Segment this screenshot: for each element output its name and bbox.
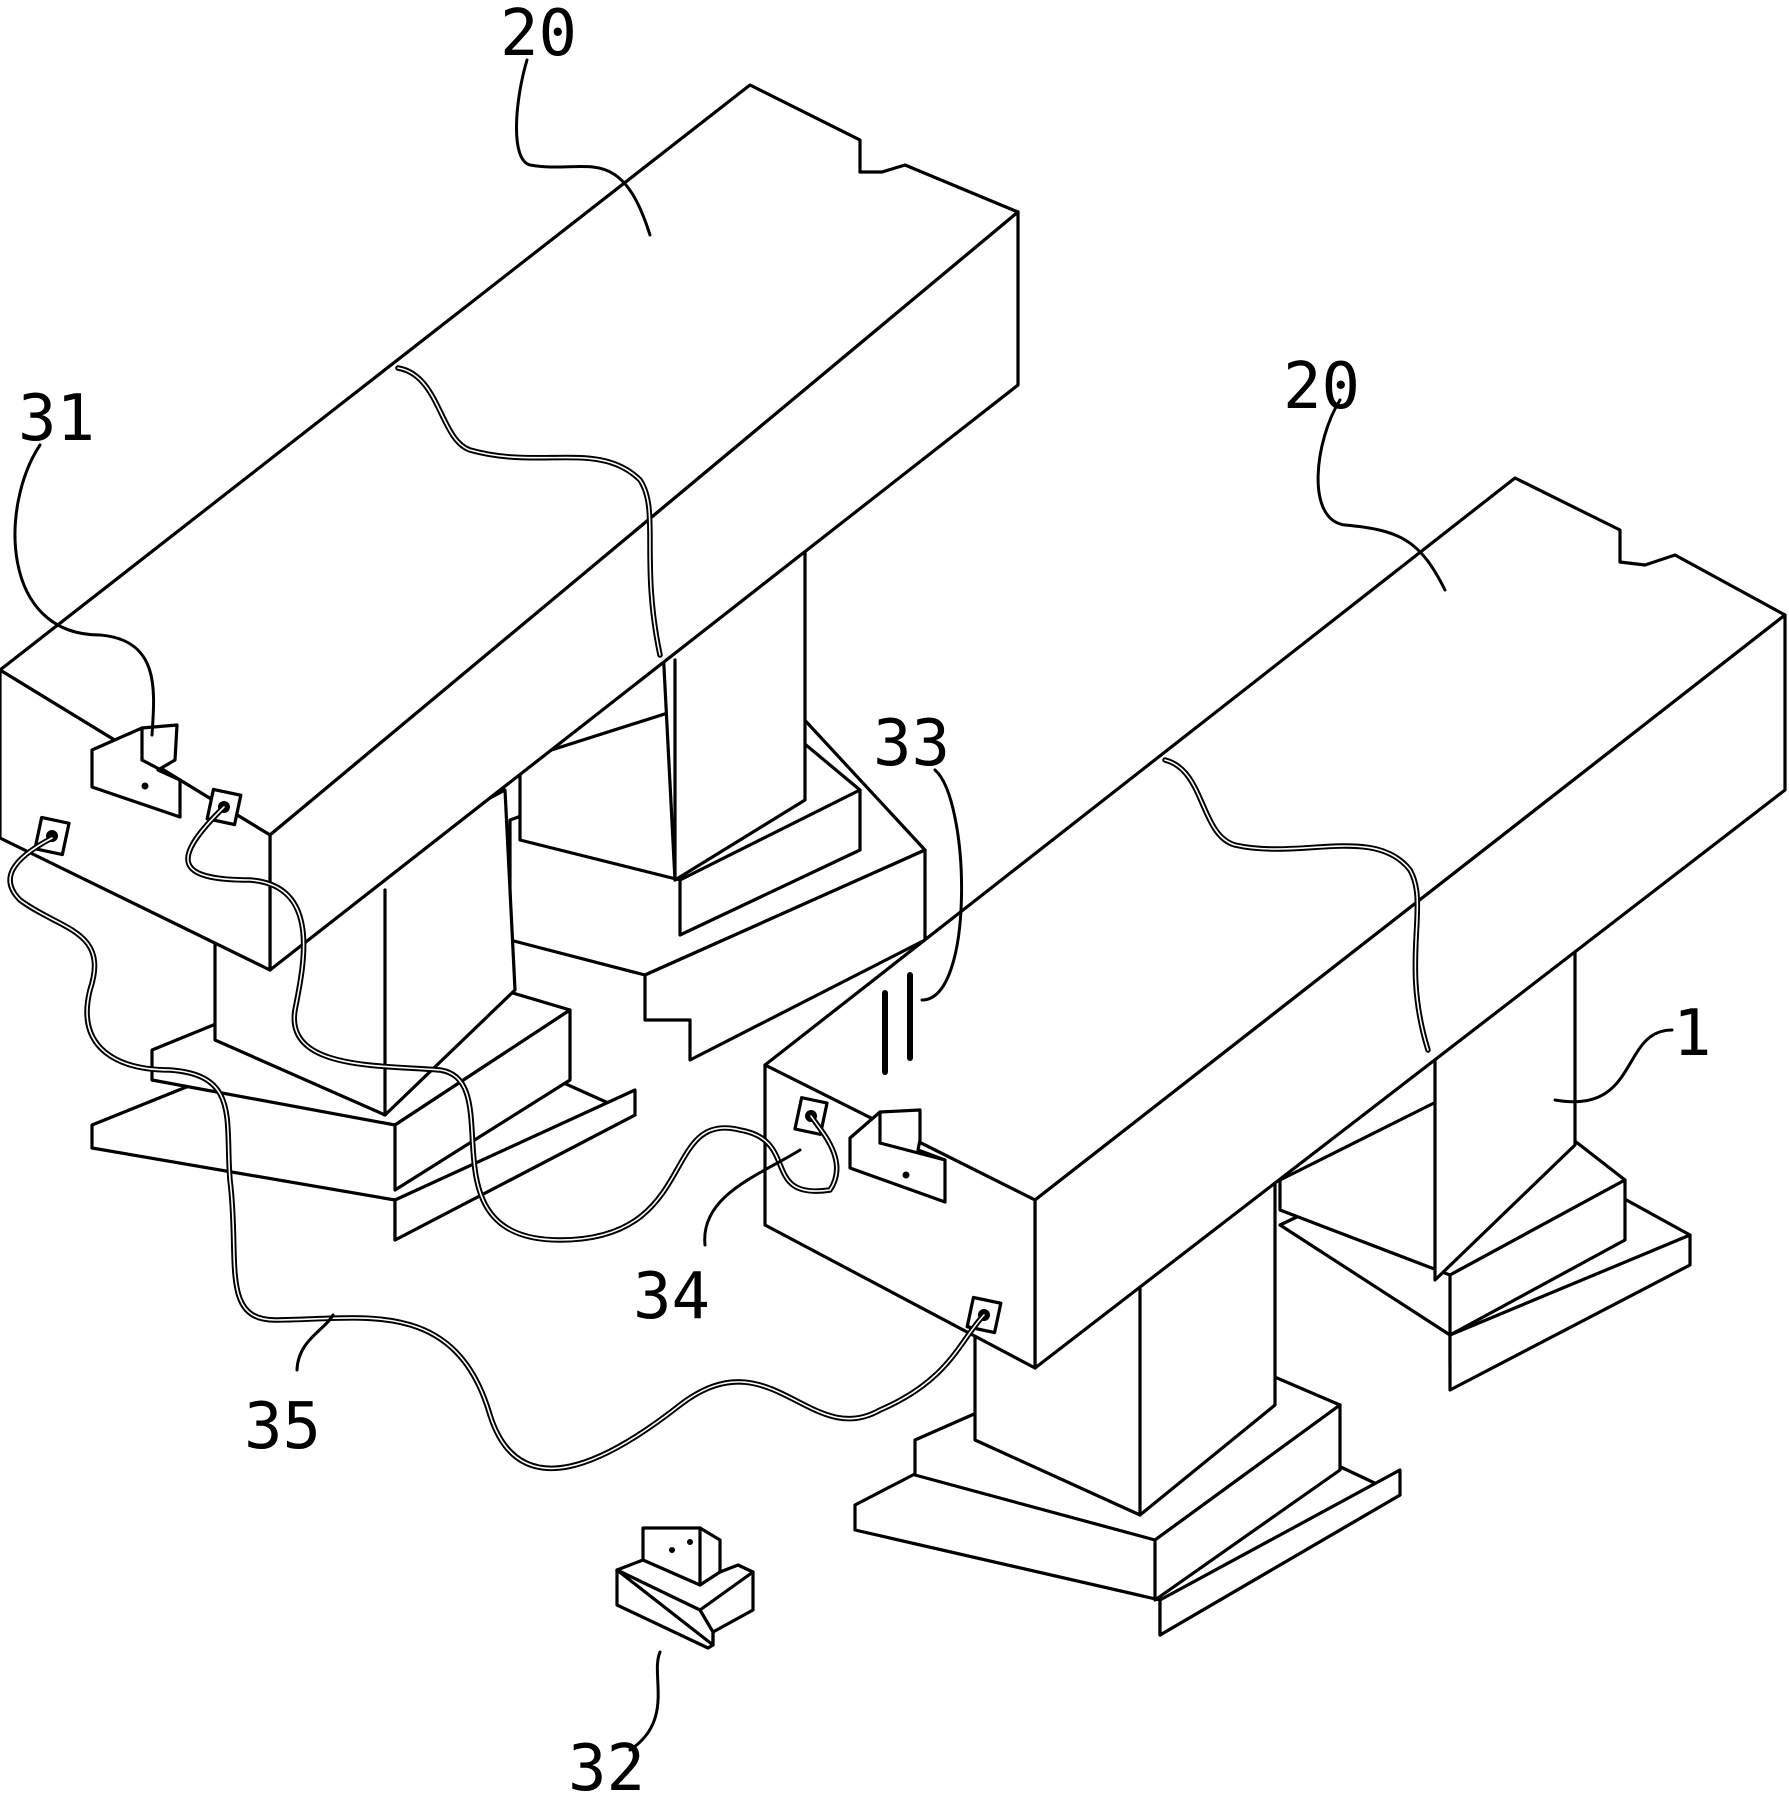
leader-lines <box>13 58 1674 1752</box>
label-cable: 35 <box>244 1390 321 1464</box>
label-beam-right: 20 <box>1283 350 1360 424</box>
right-beam <box>763 476 1787 1370</box>
cable-35 <box>7 835 987 1472</box>
label-jack: 34 <box>633 1260 710 1334</box>
label-beam-left: 20 <box>500 0 577 71</box>
label-pins: 33 <box>873 707 950 781</box>
front-left-pier <box>90 788 637 1242</box>
connector-slot-right <box>848 1108 947 1204</box>
rear-left-pier <box>508 538 927 1062</box>
label-pier: 1 <box>1673 997 1712 1071</box>
cable-34 <box>185 804 840 1243</box>
label-connector-block: 32 <box>568 1732 645 1795</box>
pins <box>882 972 913 1075</box>
label-connector-slot: 31 <box>18 382 95 456</box>
rear-right-pier <box>1278 943 1692 1392</box>
connector-block <box>615 1526 755 1650</box>
